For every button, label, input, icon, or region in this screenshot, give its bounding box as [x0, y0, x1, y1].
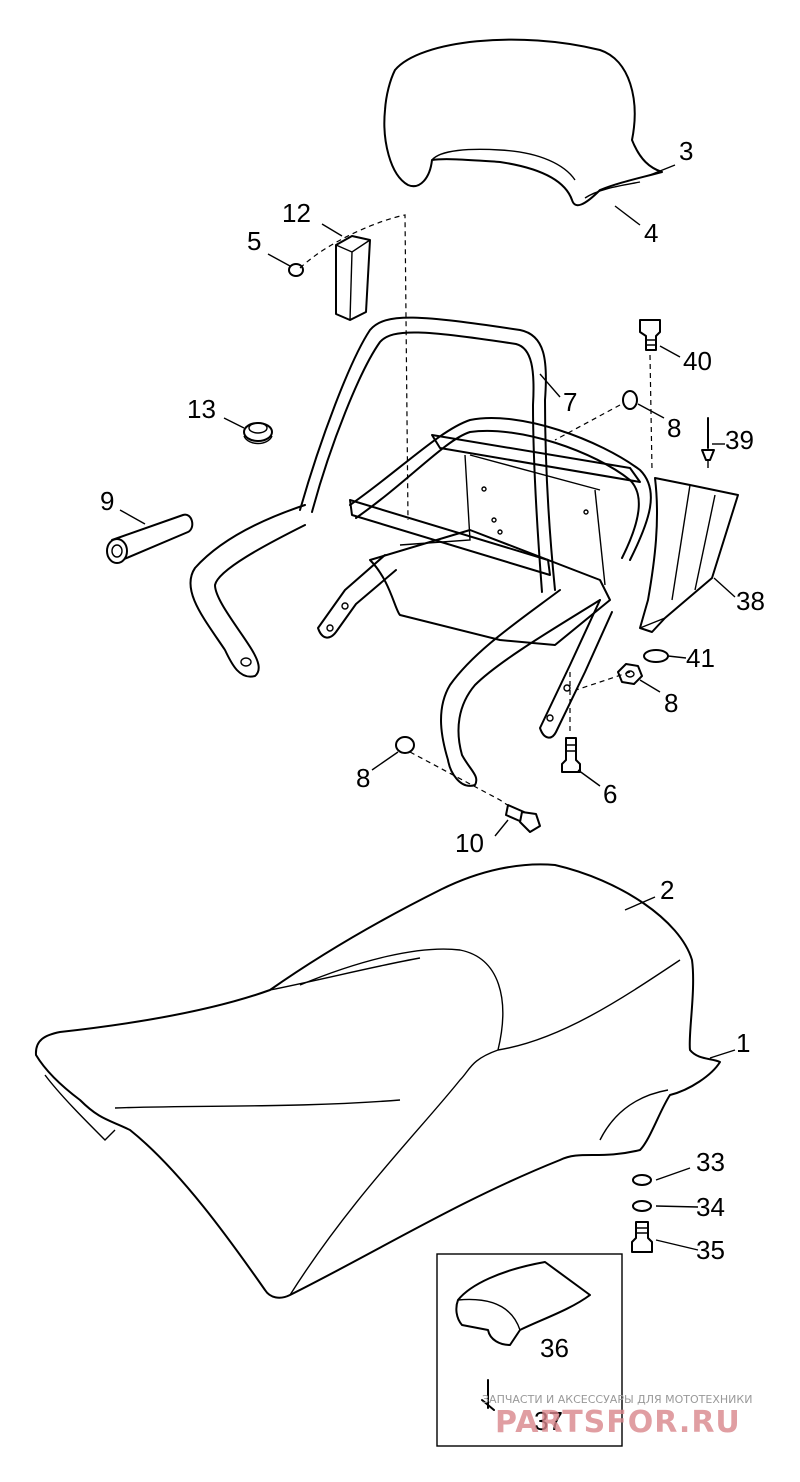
washer-8-top: [622, 390, 638, 410]
callout-10: 10: [455, 828, 484, 858]
callout-41: 37: [534, 1406, 563, 1436]
callout-36: 38: [736, 586, 765, 616]
nut-8-right: [617, 663, 643, 685]
callout-labels: 3 4 12 5 13 9 7 40 8 39 38 41 8 6 8 10 2…: [100, 136, 765, 1436]
bolt-10: [505, 804, 541, 833]
washer-33: [632, 1174, 652, 1186]
tube-9: [106, 513, 194, 564]
callout-8-left: 8: [356, 763, 370, 793]
watermark-logo: PARTSFOR.RU: [495, 1405, 741, 1440]
callout-34: 34: [696, 1192, 725, 1222]
backrest-pad: [383, 38, 663, 207]
inset-box: [436, 1253, 623, 1447]
callout-33: 33: [696, 1147, 725, 1177]
watermark: ЗАПЧАСТИ И АКСЕССУАРЫ ДЛЯ МОТОТЕХНИКИ PA…: [482, 1393, 752, 1440]
rivet-37: [701, 417, 715, 468]
callout-5: 5: [247, 226, 261, 256]
callout-35: 35: [696, 1235, 725, 1265]
callout-7: 7: [563, 387, 577, 417]
assembly-lines: [299, 214, 653, 809]
pad-40: [455, 1261, 591, 1346]
callout-2: 2: [660, 875, 674, 905]
callout-38: 40: [683, 346, 712, 376]
callout-37: 39: [725, 425, 754, 455]
seat: [34, 863, 721, 1299]
leader-lines: [119, 164, 736, 1251]
bolt-6: [561, 737, 581, 773]
callout-12: 12: [282, 198, 311, 228]
side-panel: [639, 477, 739, 633]
bracket-block: [335, 235, 371, 321]
callout-4: 4: [644, 218, 658, 248]
grommet: [243, 422, 273, 445]
washer-34: [632, 1200, 652, 1212]
callout-8-right: 8: [664, 688, 678, 718]
rack-frame: [189, 316, 652, 787]
callout-8-top: 8: [667, 413, 681, 443]
callout-39: 41: [686, 643, 715, 673]
callout-1: 1: [736, 1028, 750, 1058]
washer-8-left: [395, 736, 415, 754]
bolt-38: [639, 319, 661, 351]
watermark-tagline: ЗАПЧАСТИ И АКСЕССУАРЫ ДЛЯ МОТОТЕХНИКИ: [482, 1393, 752, 1406]
washer-39: [643, 649, 669, 663]
callout-9: 9: [100, 486, 114, 516]
callout-40: 36: [540, 1333, 569, 1363]
washer-5: [288, 263, 304, 277]
bolt-35: [631, 1221, 653, 1253]
callout-6: 6: [603, 779, 617, 809]
screw-41: [481, 1379, 495, 1411]
callout-3: 3: [679, 136, 693, 166]
callout-13: 13: [187, 394, 216, 424]
